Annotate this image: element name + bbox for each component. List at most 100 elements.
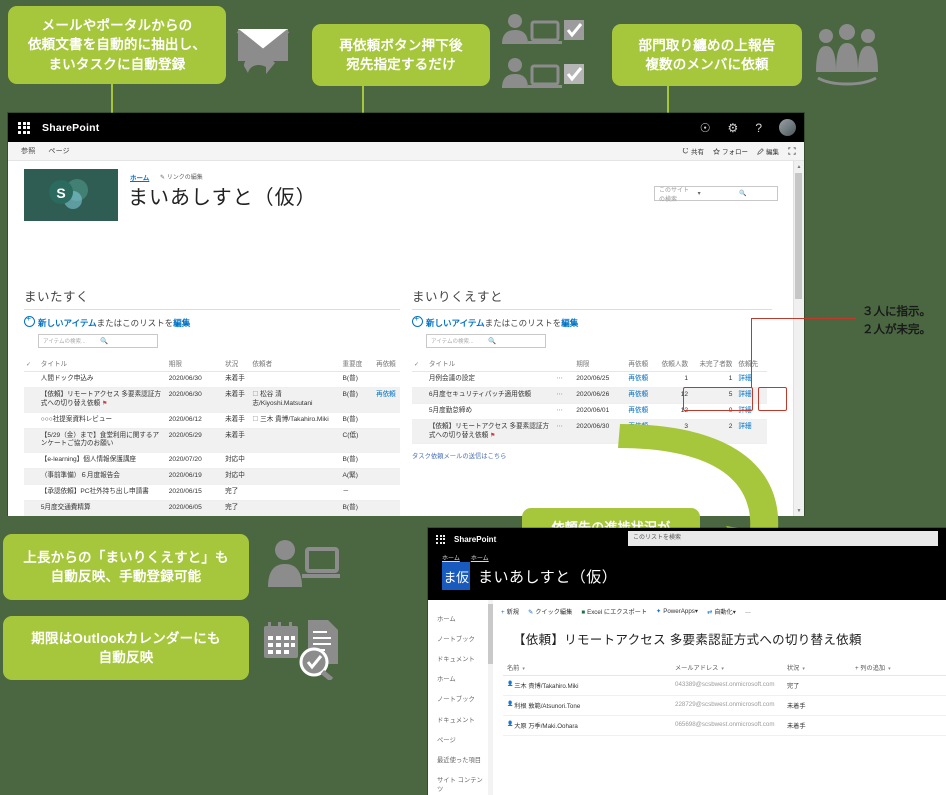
- item-search-input[interactable]: アイテムの検索...: [43, 339, 86, 345]
- breadcrumb[interactable]: ホーム: [130, 175, 150, 182]
- col-incomplete[interactable]: 未完了者数: [692, 356, 737, 372]
- nav-item-8[interactable]: サイト コンテンツ: [437, 777, 483, 794]
- scroll-up-arrow[interactable]: ▲: [796, 163, 802, 170]
- nav-scrollbar[interactable]: [488, 600, 493, 795]
- send-task-mail-link[interactable]: タスク依頼メールの送信はこちら: [412, 453, 507, 461]
- chevron-down-icon[interactable]: ▾: [522, 666, 525, 672]
- col-title[interactable]: タイトル: [426, 356, 555, 372]
- cell-name[interactable]: 👤三木 貴博/Takahiro.Miki: [503, 675, 671, 697]
- new-item-link[interactable]: 新しいアイテム: [38, 318, 97, 328]
- site-search-input[interactable]: このサイトの検索: [659, 187, 690, 203]
- nav-item-5[interactable]: ドキュメント: [437, 716, 475, 724]
- cell-title[interactable]: 6月度セキュリティパッチ適用依頼: [426, 387, 555, 404]
- cell-reask[interactable]: 再依頼: [626, 403, 654, 420]
- cell-title[interactable]: 5月度交通費精算: [38, 500, 167, 516]
- row-check[interactable]: [412, 371, 427, 388]
- table-row[interactable]: 【依頼】リモートアクセス 多要素認証方式への切り替え依頼 ⚑2020/06/30…: [24, 387, 400, 413]
- col-reask[interactable]: 再依頼: [374, 356, 400, 372]
- row-check[interactable]: [24, 500, 39, 516]
- cell-title[interactable]: ○○○社提案資料レビュー: [38, 412, 167, 429]
- edit-action[interactable]: 編集: [757, 146, 779, 156]
- row-check[interactable]: [24, 428, 39, 454]
- item-search-input[interactable]: アイテムの検索...: [431, 339, 474, 345]
- automate-button[interactable]: ⇄自動化▾: [707, 609, 736, 616]
- edit-links-button[interactable]: ✎ リンクの編集: [160, 175, 203, 181]
- cell-reask[interactable]: 再依頼: [374, 387, 400, 413]
- search-icon[interactable]: 🔍: [739, 191, 747, 197]
- detail-link[interactable]: 詳細: [738, 375, 752, 382]
- user-avatar[interactable]: [779, 119, 796, 136]
- col-due[interactable]: 期限: [574, 356, 627, 372]
- scrollbar-thumb[interactable]: [488, 604, 493, 664]
- row-check[interactable]: [412, 403, 427, 420]
- detail-link[interactable]: 詳細: [738, 422, 752, 430]
- row-check[interactable]: [412, 419, 427, 445]
- cell-reask[interactable]: 再依頼: [626, 371, 654, 388]
- chevron-down-icon[interactable]: ▾: [802, 666, 805, 672]
- row-check[interactable]: [24, 387, 39, 413]
- row-menu-button[interactable]: ⋯: [554, 403, 575, 420]
- nav-item-4[interactable]: ノートブック: [437, 696, 475, 704]
- plus-icon[interactable]: [24, 314, 35, 327]
- col-status[interactable]: 状況: [223, 356, 251, 372]
- cell-title[interactable]: 【5/29（金）まで】食堂利用に関するアンケートご協力のお願い: [38, 428, 167, 454]
- nav-item-1[interactable]: ノートブック: [437, 635, 475, 643]
- search-icon[interactable]: 🔍: [100, 338, 109, 345]
- scroll-down-arrow[interactable]: ▼: [796, 507, 802, 514]
- item-search-box[interactable]: アイテムの検索... 🔍: [426, 334, 546, 348]
- col-add-column[interactable]: + 列の追加▾: [851, 660, 946, 676]
- ribbon-tab-page[interactable]: ページ: [48, 148, 70, 155]
- row-check[interactable]: [24, 468, 39, 486]
- cell-detail[interactable]: 詳細: [736, 419, 767, 445]
- app-launcher-icon[interactable]: [436, 534, 445, 544]
- breadcrumb-item[interactable]: ホーム: [470, 556, 489, 562]
- sharepoint-brand[interactable]: SharePoint: [454, 534, 497, 544]
- quick-edit-button[interactable]: ✎クイック編集: [528, 609, 573, 616]
- checkbox-icon[interactable]: ☐: [252, 390, 259, 398]
- reask-link[interactable]: 再依頼: [628, 375, 649, 382]
- col-name[interactable]: 名前▾: [503, 660, 671, 676]
- app-launcher-icon[interactable]: [18, 121, 30, 134]
- plus-icon[interactable]: [412, 314, 423, 327]
- reask-link[interactable]: 再依頼: [628, 390, 649, 398]
- row-check[interactable]: [24, 452, 39, 470]
- chevron-down-icon[interactable]: ▾: [697, 191, 701, 197]
- help-icon[interactable]: ?: [755, 120, 762, 135]
- nav-item-0[interactable]: ホーム: [437, 615, 456, 623]
- detail-link[interactable]: 詳細: [738, 390, 752, 398]
- col-requester[interactable]: 依頼者: [250, 356, 341, 372]
- cell-name[interactable]: 👤利根 敦範/Atsunori.Tone: [503, 695, 671, 717]
- cell-title[interactable]: 月例会議の設定: [426, 371, 555, 388]
- cell-title[interactable]: 5月度勤怠締め: [426, 403, 555, 420]
- checkbox-icon[interactable]: ☐: [252, 415, 259, 423]
- row-check[interactable]: [412, 387, 427, 404]
- more-commands-button[interactable]: …: [744, 608, 752, 615]
- col-mail[interactable]: メールアドレス▾: [671, 660, 783, 676]
- cell-title[interactable]: 人間ドック申込み: [38, 371, 167, 388]
- page-scrollbar[interactable]: ▲ ▼: [793, 161, 804, 516]
- col-priority[interactable]: 重要度: [340, 356, 374, 372]
- new-button[interactable]: +新規: [501, 609, 519, 616]
- settings-gear-icon[interactable]: ⚙: [727, 120, 739, 135]
- search-icon[interactable]: 🔍: [488, 338, 497, 345]
- row-check[interactable]: [24, 412, 39, 429]
- col-title[interactable]: タイトル: [38, 356, 167, 372]
- row-check[interactable]: [24, 484, 39, 502]
- nav-item-2[interactable]: ドキュメント: [437, 655, 475, 663]
- row-menu-button[interactable]: ⋯: [554, 371, 575, 388]
- row-check[interactable]: [24, 371, 39, 388]
- breadcrumb[interactable]: ホーム ホーム: [442, 553, 500, 562]
- nav-item-3[interactable]: ホーム: [437, 676, 456, 684]
- breadcrumb-item[interactable]: ホーム: [442, 556, 460, 562]
- notifications-icon[interactable]: ☉: [699, 120, 711, 135]
- col-count[interactable]: 依頼人数: [653, 356, 693, 372]
